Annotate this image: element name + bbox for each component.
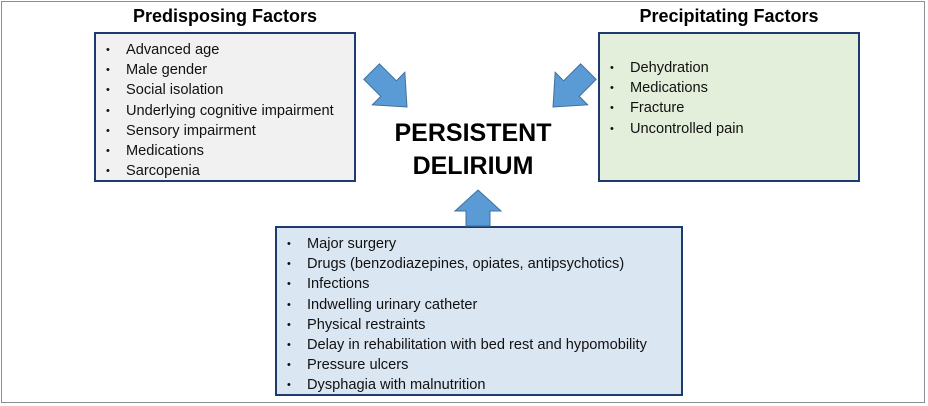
list-item: Pressure ulcers [285,355,673,375]
list-item: Sensory impairment [104,121,346,141]
list-item: Advanced age [104,40,346,60]
list-item: Medications [608,78,850,98]
precipitating-factors-box: Dehydration Medications Fracture Uncontr… [598,32,860,182]
central-concept: PERSISTENT DELIRIUM [366,117,580,183]
list-item: Social isolation [104,80,346,100]
list-item: Fracture [608,98,850,118]
precipitating-heading: Precipitating Factors [639,6,819,26]
list-item: Physical restraints [285,315,673,335]
central-concept-line1: PERSISTENT [394,119,552,147]
list-item: Male gender [104,60,346,80]
predisposing-heading: Predisposing Factors [132,6,318,26]
list-item: Indwelling urinary catheter [285,295,673,315]
contributing-factors-box: Major surgery Drugs (benzodiazepines, op… [275,226,683,396]
list-item: Drugs (benzodiazepines, opiates, antipsy… [285,254,673,274]
arrow-down-left-icon [552,63,597,108]
predisposing-factors-box: Advanced age Male gender Social isolatio… [94,32,356,182]
list-item: Dehydration [608,58,850,78]
list-item: Underlying cognitive impairment [104,101,346,121]
list-item: Infections [285,274,673,294]
list-item: Dysphagia with malnutrition [285,375,673,395]
list-item: Medications [104,141,346,161]
list-item: Delay in rehabilitation with bed rest an… [285,335,673,355]
list-item: Major surgery [285,234,673,254]
list-item: Sarcopenia [104,161,346,181]
list-item: Uncontrolled pain [608,119,850,139]
arrow-down-right-icon [363,63,408,108]
arrow-up-icon [453,189,503,227]
central-concept-line2: DELIRIUM [412,152,534,180]
